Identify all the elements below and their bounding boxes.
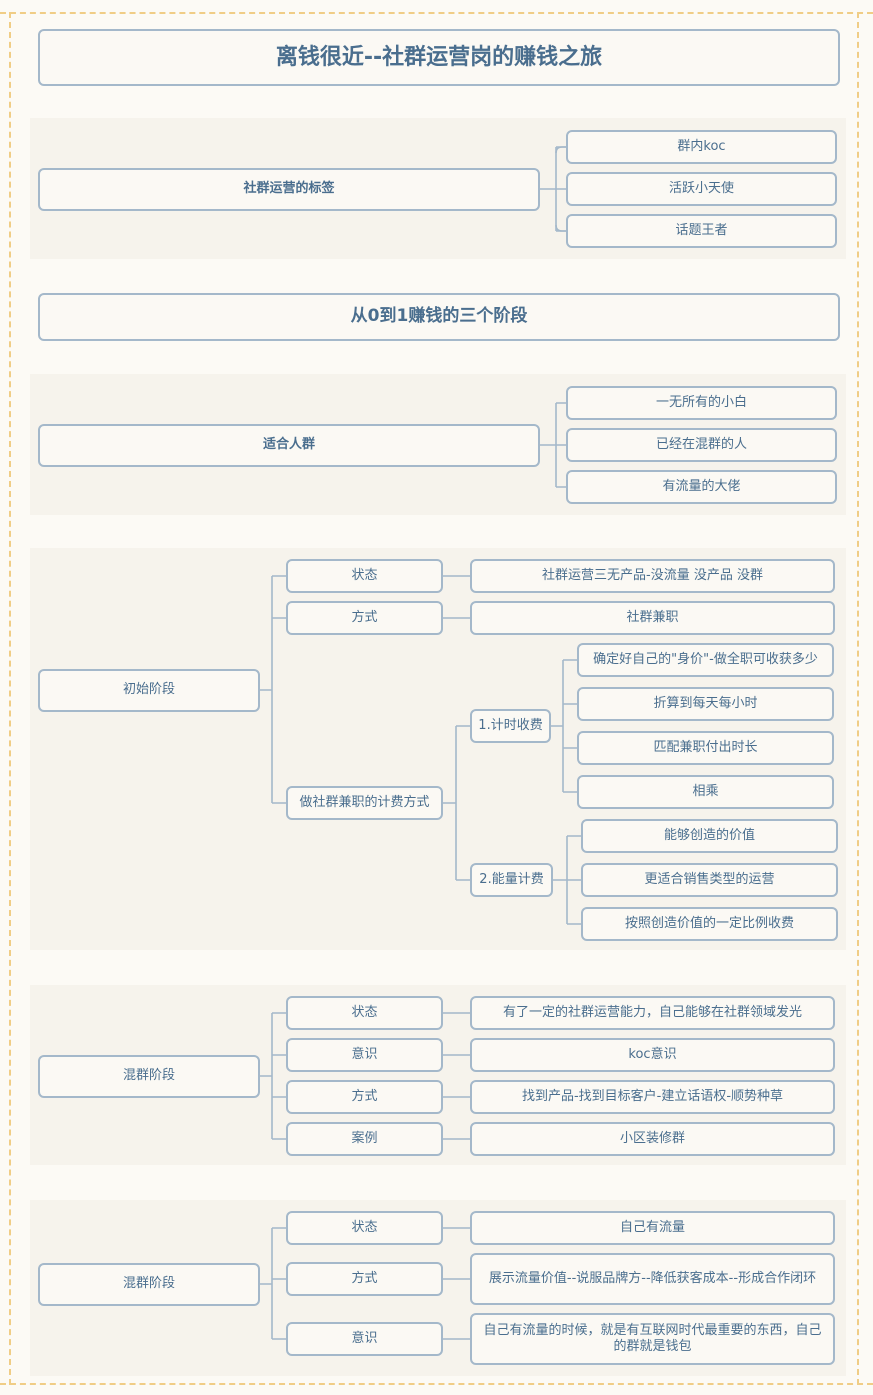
node-hourly-item: 确定好自己的"身价"-做全职可收获多少 <box>577 643 834 677</box>
node-billing: 做社群兼职的计费方式 <box>286 786 443 820</box>
node-audience-item: 一无所有的小白 <box>566 386 837 420</box>
node-mixing2-value: 自己有流量 <box>470 1211 835 1245</box>
node-energy-item: 按照创造价值的一定比例收费 <box>581 907 838 941</box>
frame-top-border <box>0 12 873 14</box>
node-mixing2-key: 状态 <box>286 1211 443 1245</box>
node-mixing2-key: 方式 <box>286 1262 443 1296</box>
node-mixing1-key: 意识 <box>286 1038 443 1072</box>
node-audience: 适合人群 <box>38 424 540 467</box>
stages-heading: 从0到1赚钱的三个阶段 <box>38 293 840 341</box>
node-audience-item: 已经在混群的人 <box>566 428 837 462</box>
node-hourly-item: 相乘 <box>577 775 834 809</box>
node-initial-state-value: 社群运营三无产品-没流量 没产品 没群 <box>470 559 835 593</box>
node-mixing2-key: 意识 <box>286 1322 443 1356</box>
node-initial-method-value: 社群兼职 <box>470 601 835 635</box>
node-energy: 2.能量计费 <box>470 863 553 897</box>
node-hourly-item: 折算到每天每小时 <box>577 687 834 721</box>
node-hourly-item: 匹配兼职付出时长 <box>577 731 834 765</box>
node-mixing1-value: 找到产品-找到目标客户-建立话语权-顺势种草 <box>470 1080 835 1114</box>
node-mixing2-value: 自己有流量的时候，就是有互联网时代最重要的东西，自己的群就是钱包 <box>470 1313 835 1365</box>
node-mixing1-stage: 混群阶段 <box>38 1055 260 1098</box>
page-title: 离钱很近--社群运营岗的赚钱之旅 <box>38 29 840 86</box>
node-mixing1-key: 状态 <box>286 996 443 1030</box>
node-tag-item: 活跃小天使 <box>566 172 837 206</box>
node-mixing1-value: koc意识 <box>470 1038 835 1072</box>
node-energy-item: 更适合销售类型的运营 <box>581 863 838 897</box>
node-tag-item: 群内koc <box>566 130 837 164</box>
node-mixing1-key: 方式 <box>286 1080 443 1114</box>
node-hourly: 1.计时收费 <box>470 709 551 743</box>
node-mixing1-key: 案例 <box>286 1122 443 1156</box>
node-mixing2-stage: 混群阶段 <box>38 1263 260 1306</box>
page-frame <box>9 12 859 1385</box>
node-mixing1-value: 小区装修群 <box>470 1122 835 1156</box>
node-initial-stage: 初始阶段 <box>38 669 260 712</box>
node-tags: 社群运营的标签 <box>38 168 540 211</box>
node-initial-method: 方式 <box>286 601 443 635</box>
node-energy-item: 能够创造的价值 <box>581 819 838 853</box>
node-initial-state: 状态 <box>286 559 443 593</box>
node-mixing2-value: 展示流量价值--说服品牌方--降低获客成本--形成合作闭环 <box>470 1253 835 1305</box>
node-audience-item: 有流量的大佬 <box>566 470 837 504</box>
frame-bottom-border <box>0 1383 873 1385</box>
node-mixing1-value: 有了一定的社群运营能力，自己能够在社群领域发光 <box>470 996 835 1030</box>
node-tag-item: 话题王者 <box>566 214 837 248</box>
